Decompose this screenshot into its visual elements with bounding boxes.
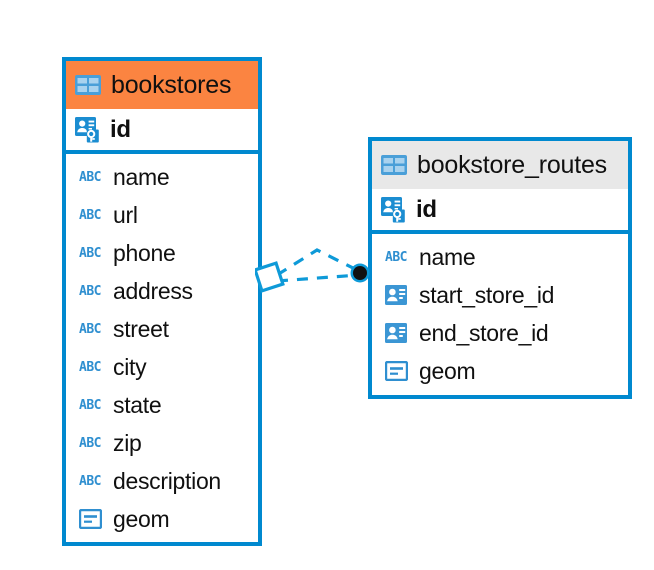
geometry-icon — [382, 361, 410, 381]
primary-key-label: id — [416, 195, 437, 223]
abc-text-icon: ABC — [79, 321, 101, 337]
field-label: start_store_id — [419, 281, 555, 308]
primary-key-row[interactable]: id — [66, 109, 258, 154]
table-icon — [75, 75, 101, 95]
field-list-bookstores: ABC name ABC url ABC phone ABC address A… — [66, 154, 258, 538]
abc-text-icon: ABC — [79, 207, 101, 223]
field-row-zip[interactable]: ABC zip — [66, 424, 258, 462]
field-row-city[interactable]: ABC city — [66, 348, 258, 386]
entity-header-bookstore-routes[interactable]: bookstore_routes — [372, 141, 628, 189]
field-row-phone[interactable]: ABC phone — [66, 234, 258, 272]
field-row-street[interactable]: ABC street — [66, 310, 258, 348]
field-label: phone — [113, 239, 176, 266]
field-label: name — [419, 243, 476, 270]
table-icon — [381, 155, 407, 175]
field-row-url[interactable]: ABC url — [66, 196, 258, 234]
field-row-address[interactable]: ABC address — [66, 272, 258, 310]
field-list-bookstore-routes: ABC name start_store_id — [372, 234, 628, 390]
field-row-geom[interactable]: geom — [66, 500, 258, 538]
primary-key-icon — [381, 196, 407, 223]
foreign-key-icon — [382, 323, 410, 343]
abc-text-icon: ABC — [79, 283, 101, 299]
field-label: state — [113, 391, 162, 418]
primary-key-label: id — [110, 115, 131, 143]
field-label: zip — [113, 429, 142, 456]
field-row-name[interactable]: ABC name — [66, 158, 258, 196]
field-label: url — [113, 201, 138, 228]
abc-text-icon: ABC — [79, 435, 101, 451]
field-row-end-store-id[interactable]: end_store_id — [372, 314, 628, 352]
geometry-icon — [76, 509, 104, 529]
abc-text-icon: ABC — [385, 249, 407, 265]
field-row-name[interactable]: ABC name — [372, 238, 628, 276]
entity-table-bookstores[interactable]: bookstores id ABC name ABC — [62, 57, 262, 546]
field-row-state[interactable]: ABC state — [66, 386, 258, 424]
field-row-start-store-id[interactable]: start_store_id — [372, 276, 628, 314]
field-label: geom — [113, 505, 170, 532]
abc-text-icon: ABC — [79, 397, 101, 413]
field-label: description — [113, 467, 221, 494]
relationship-connector[interactable] — [255, 235, 385, 315]
field-label: city — [113, 353, 147, 380]
foreign-key-icon — [382, 285, 410, 305]
relationship-line-lower — [276, 273, 360, 283]
abc-text-icon: ABC — [79, 359, 101, 375]
relationship-line-upper — [276, 248, 360, 277]
field-label: name — [113, 163, 170, 190]
primary-key-icon — [75, 116, 101, 143]
field-label: address — [113, 277, 193, 304]
filled-circle-marker — [350, 263, 370, 283]
field-row-geom[interactable]: geom — [372, 352, 628, 390]
entity-header-bookstores[interactable]: bookstores — [66, 61, 258, 109]
entity-title-label: bookstore_routes — [417, 150, 607, 179]
abc-text-icon: ABC — [79, 473, 101, 489]
field-row-description[interactable]: ABC description — [66, 462, 258, 500]
abc-text-icon: ABC — [79, 169, 101, 185]
abc-text-icon: ABC — [79, 245, 101, 261]
field-label: street — [113, 315, 169, 342]
field-label: geom — [419, 357, 476, 384]
primary-key-row[interactable]: id — [372, 189, 628, 234]
entity-title-label: bookstores — [111, 70, 232, 99]
field-label: end_store_id — [419, 319, 549, 346]
entity-table-bookstore-routes[interactable]: bookstore_routes id ABC name — [368, 137, 632, 399]
